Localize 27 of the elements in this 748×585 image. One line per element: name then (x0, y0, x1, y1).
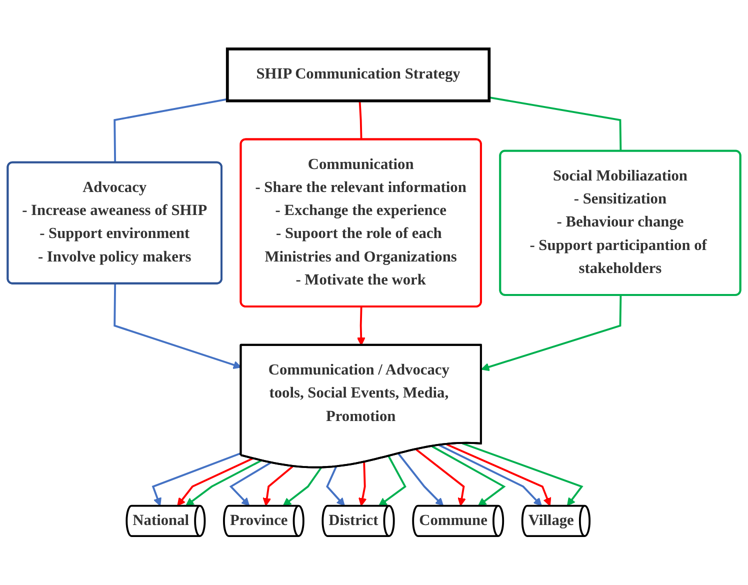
arrow (356, 306, 366, 346)
arrow (282, 467, 322, 506)
arrow (438, 444, 542, 506)
arrow (432, 446, 506, 506)
arrow (446, 444, 552, 506)
node-text: Province (230, 512, 288, 529)
arrow (186, 460, 262, 506)
node-box: SHIP Communication Strategy (226, 48, 491, 102)
arrow (152, 452, 242, 506)
arrow (398, 453, 444, 506)
connector (114, 98, 228, 163)
arrow (416, 448, 466, 506)
node-text: Commune (419, 512, 488, 529)
arrow (378, 456, 406, 506)
arrow (462, 442, 584, 506)
arrow (114, 284, 242, 369)
arrow (481, 295, 622, 372)
arrow (358, 462, 367, 506)
connector (358, 100, 362, 140)
arrow (177, 458, 254, 506)
node-text: National (132, 512, 190, 529)
arrow (326, 466, 345, 506)
arrow (262, 466, 294, 506)
node-text: District (328, 512, 378, 529)
connector (488, 96, 622, 152)
node-text: Village (528, 512, 574, 529)
arrow (229, 462, 272, 506)
